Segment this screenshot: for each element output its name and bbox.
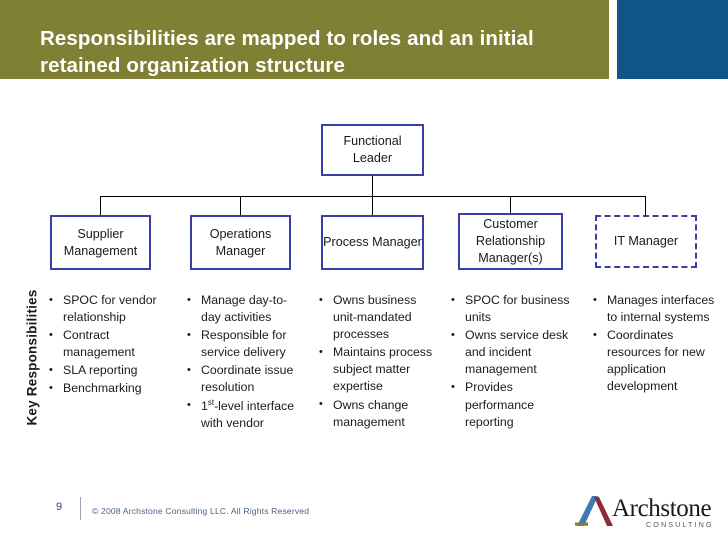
connector-drop-2 [240,196,241,216]
connector-root-stem [372,176,373,197]
org-box-customer-relationship-manager[interactable]: Customer Relationship Manager(s) [458,213,563,270]
list-item: Manages interfaces to internal systems [592,291,720,326]
org-box-label: Supplier Management [63,226,138,258]
list-item: Manage day-to-day activities [186,291,304,326]
footer-divider [80,497,81,520]
org-box-it-manager[interactable]: IT Manager [595,215,697,268]
list-item: Coordinates resources for new applicatio… [592,327,720,395]
header-band [0,0,609,79]
org-box-supplier-management[interactable]: Supplier Management [50,215,151,270]
connector-horizontal-bus [100,196,646,197]
org-box-label: Process Manager [323,235,422,249]
responsibility-column-supplier-management: SPOC for vendor relationship Contract ma… [48,291,173,399]
bullet-list: Manage day-to-day activities Responsible… [186,291,304,432]
list-item: SPOC for vendor relationship [48,291,173,326]
archstone-logo-mark [575,496,613,526]
archstone-logo: Archstone CONSULTING [572,493,722,537]
footer: 9 © 2008 Archstone Consulting LLC. All R… [0,497,728,546]
header-accent-block [617,0,728,79]
list-item: Owns service desk and incident managemen… [450,327,570,378]
connector-drop-4 [510,196,511,216]
connector-drop-3 [372,196,373,216]
page-title: Responsibilities are mapped to roles and… [40,26,534,77]
connector-drop-1 [100,196,101,216]
bullet-list: SPOC for business units Owns service des… [450,291,570,431]
list-item: Contract management [48,327,173,361]
bullet-list: SPOC for vendor relationship Contract ma… [48,291,173,398]
bullet-list: Owns business unit-mandated processes Ma… [318,291,440,431]
list-item: Coordinate issue resolution [186,362,304,396]
responsibility-column-it-manager: Manages interfaces to internal systems C… [592,291,720,397]
org-box-label: Operations Manager [209,226,272,258]
org-box-label: IT Manager [613,234,679,248]
copyright-notice: © 2008 Archstone Consulting LLC. All Rig… [92,506,310,516]
list-item: Owns change management [318,396,440,431]
org-box-process-manager[interactable]: Process Manager [321,215,424,270]
list-item: SPOC for business units [450,291,570,326]
archstone-tagline: CONSULTING [646,520,714,529]
archstone-wordmark: Archstone [612,495,712,522]
bullet-list: Manages interfaces to internal systems C… [592,291,720,396]
list-item: Responsible for service delivery [186,327,304,361]
org-box-label: Customer Relationship Manager(s) [475,217,546,265]
list-item: Provides performance reporting [450,379,570,430]
responsibility-column-process-manager: Owns business unit-mandated processes Ma… [318,291,440,432]
org-box-label: Functional Leader [343,134,402,165]
page-number: 9 [56,501,63,513]
org-box-functional-leader[interactable]: Functional Leader [321,124,424,176]
list-item: Benchmarking [48,380,173,397]
list-item: SLA reporting [48,362,173,379]
list-item: 1st-level interface with vendor [186,397,304,432]
responsibility-column-operations-manager: Manage day-to-day activities Responsible… [186,291,304,433]
connector-drop-5 [645,196,646,216]
org-chart: Functional Leader Supplier Management Op… [50,124,697,270]
org-box-operations-manager[interactable]: Operations Manager [190,215,291,270]
responsibility-column-customer-relationship-manager: SPOC for business units Owns service des… [450,291,570,432]
list-item: Maintains process subject matter experti… [318,344,440,395]
list-item: Owns business unit-mandated processes [318,291,440,343]
responsibility-columns: SPOC for vendor relationship Contract ma… [0,291,728,497]
